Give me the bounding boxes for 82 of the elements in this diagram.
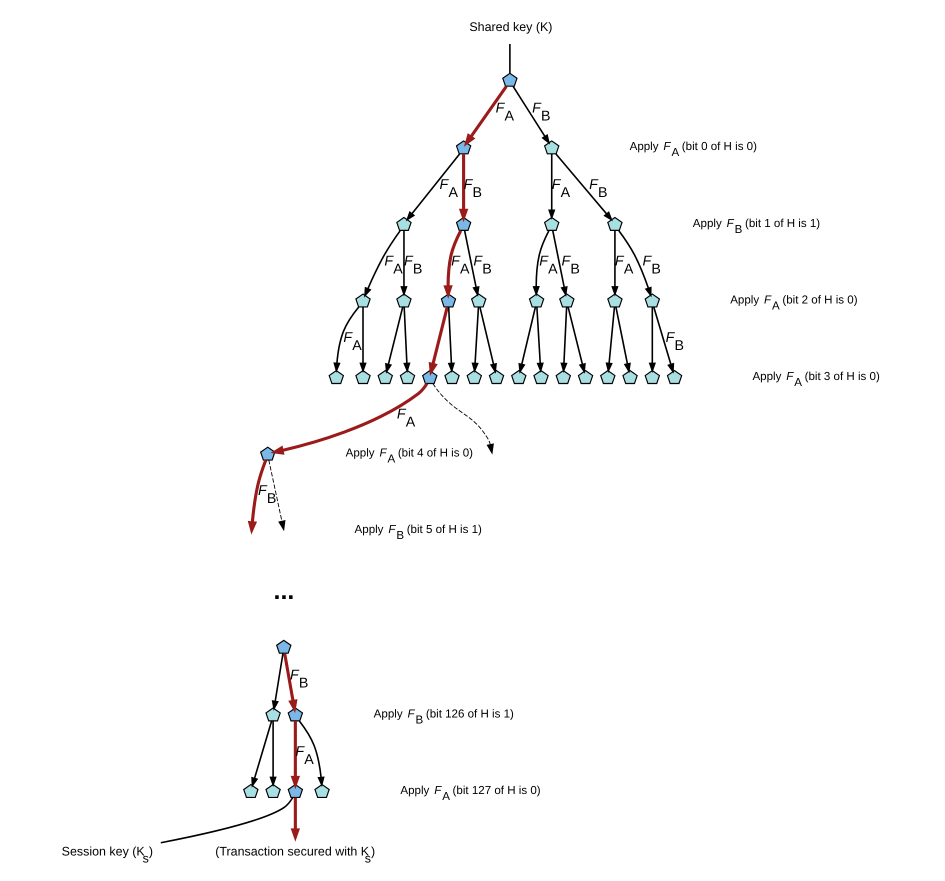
node-pentagon: [559, 293, 575, 308]
node-pentagon: [488, 370, 504, 384]
node-pentagon: [355, 293, 371, 308]
arrow: [464, 230, 480, 297]
node-pentagon: [396, 293, 412, 308]
node-pentagon: [396, 216, 412, 231]
arrow: [359, 306, 367, 373]
arrow: [283, 653, 298, 714]
arrow: [567, 306, 586, 374]
node-pentagon: [607, 216, 623, 231]
node-pentagon: [644, 370, 660, 384]
node-pentagon: [260, 446, 276, 461]
node-pentagon: [243, 784, 259, 798]
node-pentagon: [666, 370, 682, 384]
arrow: [385, 306, 404, 374]
node-pentagon: [578, 370, 594, 384]
arrow: [448, 306, 455, 373]
arrow: [606, 306, 616, 373]
arrow: [364, 230, 401, 298]
label: ...: [274, 576, 294, 605]
arrow: [428, 306, 449, 376]
node-pentagon: [456, 216, 472, 231]
node-pentagon: [314, 784, 330, 798]
node-pentagon: [470, 293, 487, 308]
arrow: [512, 86, 550, 145]
connector: [160, 797, 294, 844]
node-pentagon: [444, 370, 460, 384]
arrow: [290, 798, 300, 842]
node-pentagon: [528, 293, 544, 308]
node-pentagon: [377, 370, 394, 384]
node-pentagon: [544, 140, 560, 154]
arrow: [548, 154, 556, 220]
node-pentagon: [466, 370, 482, 384]
node-text: Shared key (K): [469, 20, 552, 34]
arrow: [270, 382, 428, 455]
node-pentagon: [328, 370, 344, 384]
node-pentagon: [355, 370, 371, 384]
arrow: [618, 230, 652, 298]
node-pentagon: [456, 140, 472, 154]
node-pentagon: [544, 216, 560, 231]
node-pentagon: [622, 370, 638, 384]
arrow: [532, 230, 550, 296]
node-pentagon: [555, 370, 572, 384]
node-pentagon: [265, 707, 281, 722]
arrow: [269, 720, 277, 787]
node-pentagon: [440, 293, 456, 308]
node-pentagon: [607, 293, 623, 308]
arrow: [443, 230, 462, 299]
arrow: [248, 460, 268, 535]
arrow: [251, 720, 272, 788]
node-pentagon: [422, 370, 438, 384]
arrow: [615, 306, 631, 374]
node-pentagon: [510, 370, 527, 384]
arrow: [432, 383, 494, 455]
arrow: [552, 230, 568, 297]
node-pentagon: [600, 370, 616, 384]
arrow: [518, 306, 536, 374]
node-pentagon: [400, 370, 416, 384]
arrow: [333, 306, 360, 373]
node-pentagon: [265, 784, 281, 798]
arrow: [400, 230, 408, 296]
arrow: [464, 86, 508, 147]
arrow: [560, 306, 568, 373]
arrow: [272, 653, 284, 711]
node-pentagon: [533, 370, 549, 384]
arrow: [268, 460, 286, 532]
arrow: [472, 306, 480, 373]
node-pentagon: [288, 707, 304, 722]
arrow: [406, 153, 460, 222]
connector: [509, 44, 511, 74]
arrow: [611, 230, 619, 296]
node-pentagon: [276, 640, 292, 654]
node-pentagon: [644, 293, 660, 308]
arrow: [536, 306, 544, 373]
node-pentagon: [288, 784, 304, 798]
arrow: [298, 720, 325, 788]
arrow: [479, 306, 497, 374]
node-pentagon: [502, 72, 518, 87]
arrow: [653, 306, 674, 374]
arrow: [555, 153, 613, 222]
arrow: [648, 306, 656, 373]
arrow: [403, 306, 410, 373]
